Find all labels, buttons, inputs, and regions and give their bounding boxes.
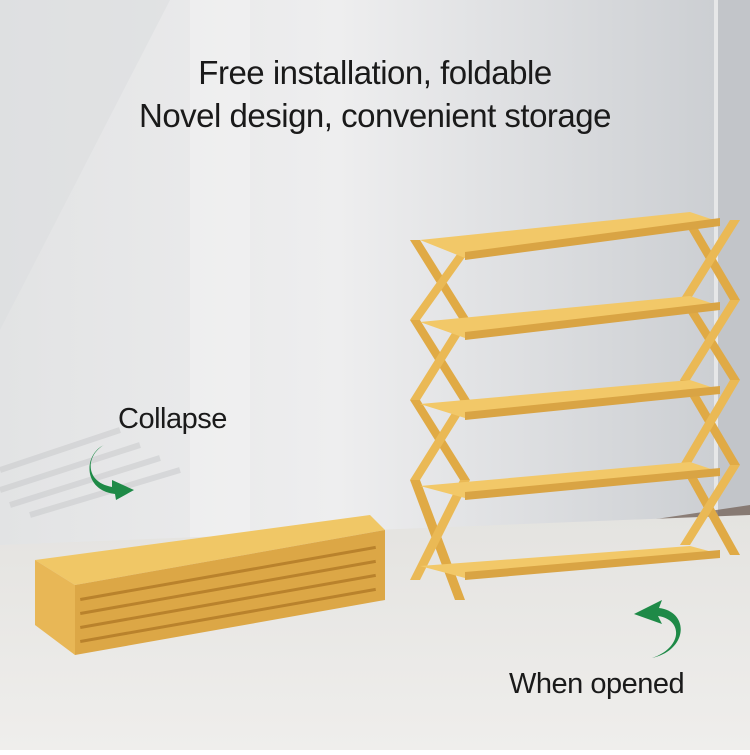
headline-line-2: Novel design, convenient storage [139,97,611,134]
when-opened-label: When opened [509,668,685,700]
open-shelf [410,212,740,600]
headline-line-1: Free installation, foldable [198,54,552,91]
collapse-label: Collapse [118,403,227,435]
curved-arrow-up-left-icon [634,600,681,658]
folded-shelf [35,515,385,655]
curved-arrow-down-right-icon [89,445,134,500]
